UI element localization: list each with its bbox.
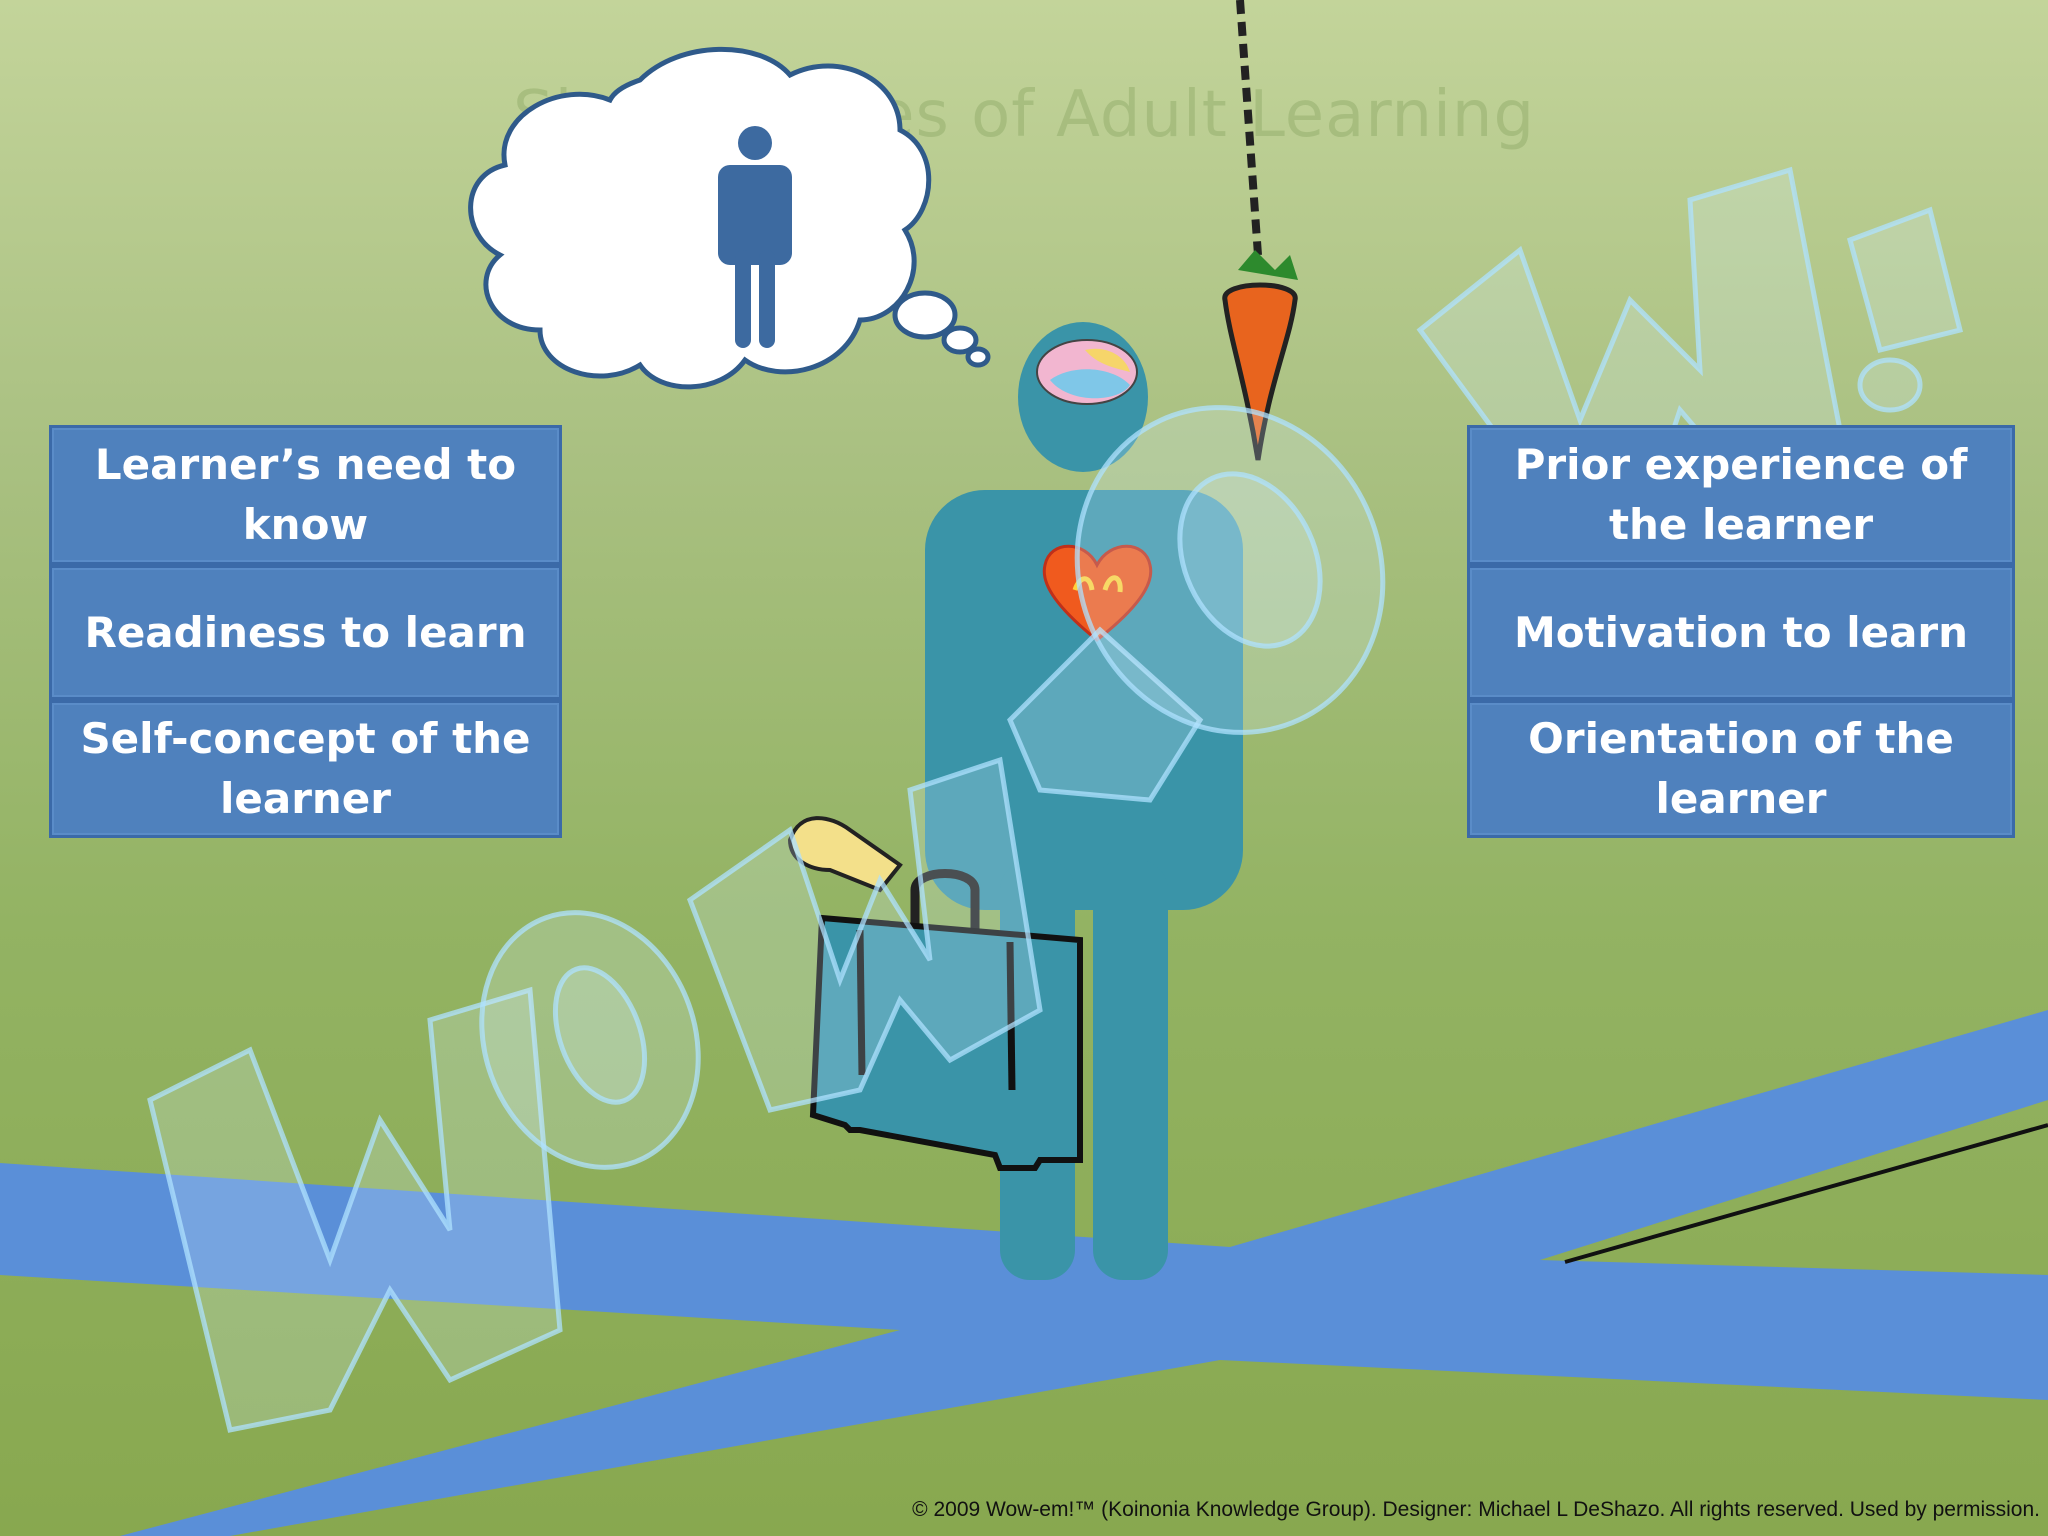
thought-cloud-icon — [468, 46, 991, 390]
suitcase-icon — [787, 816, 1083, 1171]
box-motivation-to-learn: Motivation to learn — [1467, 565, 2015, 700]
heart-icon — [1042, 544, 1153, 642]
carrot-icon — [1222, 0, 1298, 461]
box-self-concept: Self-concept of the learner — [49, 700, 562, 838]
brain-icon — [1036, 339, 1138, 405]
box-orientation: Orientation of the learner — [1467, 700, 2015, 838]
box-readiness-to-learn: Readiness to learn — [49, 565, 562, 700]
box-learners-need-to-know: Learner’s need to know — [49, 425, 562, 565]
box-prior-experience: Prior experience of the learner — [1467, 425, 2015, 565]
copyright-footer: © 2009 Wow-em!™ (Koinonia Knowledge Grou… — [912, 1498, 2040, 1521]
person-icon — [718, 126, 792, 348]
